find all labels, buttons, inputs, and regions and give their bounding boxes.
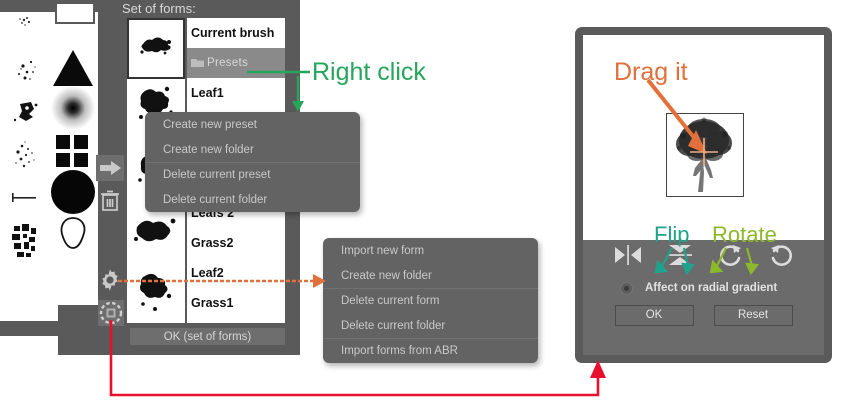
brush-shape-scatter-dots[interactable] [0, 132, 49, 180]
menu-item-delete-current-folder[interactable]: Delete current folder [163, 193, 268, 206]
menu-item-delete-current-folder[interactable]: Delete current folder [341, 319, 446, 332]
brush-shape-speckle-small[interactable] [0, 12, 49, 60]
annotation-red-arrow [109, 320, 606, 397]
menu-item-create-new-preset[interactable]: Create new preset [163, 118, 257, 131]
left-white-band-2 [0, 336, 58, 355]
brush-shape-palette[interactable] [0, 12, 98, 305]
affect-radial-gradient-label: Affect on radial gradient [645, 282, 778, 294]
list-item[interactable]: Leaf1 [191, 86, 224, 100]
annotation-orange-drag-arrow [646, 78, 718, 166]
arrow-right-icon[interactable] [96, 155, 124, 181]
list-item[interactable]: Grass2 [191, 236, 234, 250]
target-icon[interactable] [98, 300, 124, 326]
list-item-label: Presets [207, 57, 249, 69]
menu-item-create-new-folder[interactable]: Create new folder [163, 143, 254, 156]
annotation-flip-arrows [654, 247, 696, 276]
brush-shape-noise-cluster[interactable] [0, 216, 49, 264]
context-menu-forms[interactable]: Import new form Create new folder Delete… [323, 238, 538, 363]
left-window-strip [0, 321, 58, 336]
annotation-rotate-arrows [709, 247, 760, 276]
list-item[interactable]: Leaf2 [191, 266, 224, 280]
list-item[interactable]: Grass1 [191, 296, 234, 310]
brush-shape-triangle-filled[interactable] [49, 42, 98, 90]
reset-button[interactable]: Reset [713, 304, 793, 326]
folder-icon [191, 57, 204, 67]
left-white-band [0, 305, 58, 321]
gear-icon[interactable] [98, 268, 122, 292]
brush-shape-soft-radial[interactable] [49, 84, 98, 132]
form-thumbnail[interactable] [127, 201, 185, 262]
rotate-counterclockwise-icon[interactable] [767, 243, 795, 272]
affect-radial-gradient-row[interactable]: Affect on radial gradient [583, 276, 824, 300]
context-menu-presets[interactable]: Create new preset Create new folder Dele… [145, 112, 360, 212]
menu-item-create-new-folder[interactable]: Create new folder [341, 269, 432, 282]
dialog-buttons: OK Reset [583, 302, 824, 328]
menu-item-import-forms-from-abr[interactable]: Import forms from ABR [323, 338, 538, 363]
affect-radial-gradient-radio[interactable] [620, 281, 633, 295]
palette-selection-box[interactable] [55, 2, 95, 24]
menu-item-delete-current-form[interactable]: Delete current form [323, 288, 538, 313]
ok-set-of-forms-button[interactable]: OK (set of forms) [130, 328, 285, 345]
form-thumbnail[interactable] [127, 79, 185, 140]
form-thumbnail[interactable] [127, 18, 185, 79]
ok-button[interactable]: OK [614, 304, 694, 326]
list-item[interactable]: Current brush [191, 26, 275, 40]
annotation-green-arrow [247, 70, 310, 112]
brush-shape-blob-outline[interactable] [49, 210, 98, 258]
menu-item-import-new-form[interactable]: Import new form [341, 244, 425, 257]
flip-horizontal-icon[interactable] [613, 243, 643, 272]
menu-item-delete-current-preset[interactable]: Delete current preset [145, 162, 360, 187]
brush-shape-four-squares[interactable] [49, 126, 98, 174]
brush-shape-thin-line[interactable] [0, 174, 49, 222]
flip-vertical-icon[interactable] [665, 243, 695, 272]
brush-shape-circle-filled[interactable] [49, 168, 98, 216]
brush-shape-spray-dots[interactable] [0, 48, 49, 96]
brush-shape-ink-splat[interactable] [0, 90, 49, 138]
tool-strip [98, 20, 120, 355]
annotation-orange-dotted-arrow [118, 274, 326, 288]
set-of-forms-label: Set of forms: [122, 1, 196, 16]
trash-icon[interactable] [98, 188, 122, 214]
